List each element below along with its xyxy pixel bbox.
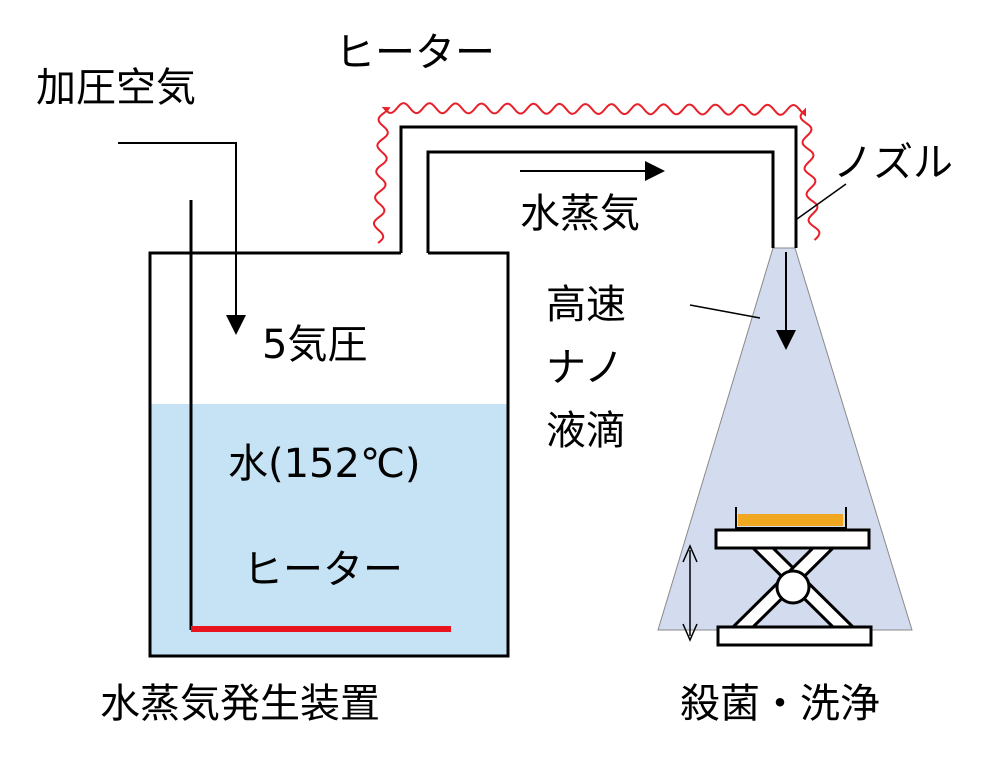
heater-bar [191,626,451,632]
height-adjust-arrow-up [682,544,698,563]
lift-top-plate [714,528,871,550]
heater-wave [372,102,821,244]
steam-pipe-inner [426,150,775,253]
label-generator: 水蒸気発生装置 [100,681,380,727]
scissor-lift [714,528,873,647]
label-pressurized-air: 加圧空気 [36,65,196,111]
droplet-leader [689,304,761,319]
nozzle-leader [796,183,847,220]
water-fill [150,404,508,656]
lift-base-plate [716,625,873,647]
label-heater-top: ヒーター [335,30,495,76]
air-inlet-arrow [118,142,246,335]
steam-pipe-outer [399,125,798,253]
label-steam: 水蒸気 [520,191,640,237]
sample-layer [738,514,843,526]
tray-outline [735,507,847,529]
label-nano: ナノ [546,345,624,391]
label-nozzle: ノズル [833,140,953,186]
label-sterilize: 殺菌・洗浄 [680,681,880,727]
label-high-speed: 高速 [546,282,626,328]
height-adjust-arrow-down [682,623,698,642]
label-water: 水(152℃) [228,441,420,487]
label-heater-bottom: ヒーター [243,547,403,593]
label-droplet: 液滴 [546,408,626,454]
lift-pivot [775,569,811,605]
label-pressure: 5気圧 [262,322,367,368]
sample-tray [735,507,847,529]
